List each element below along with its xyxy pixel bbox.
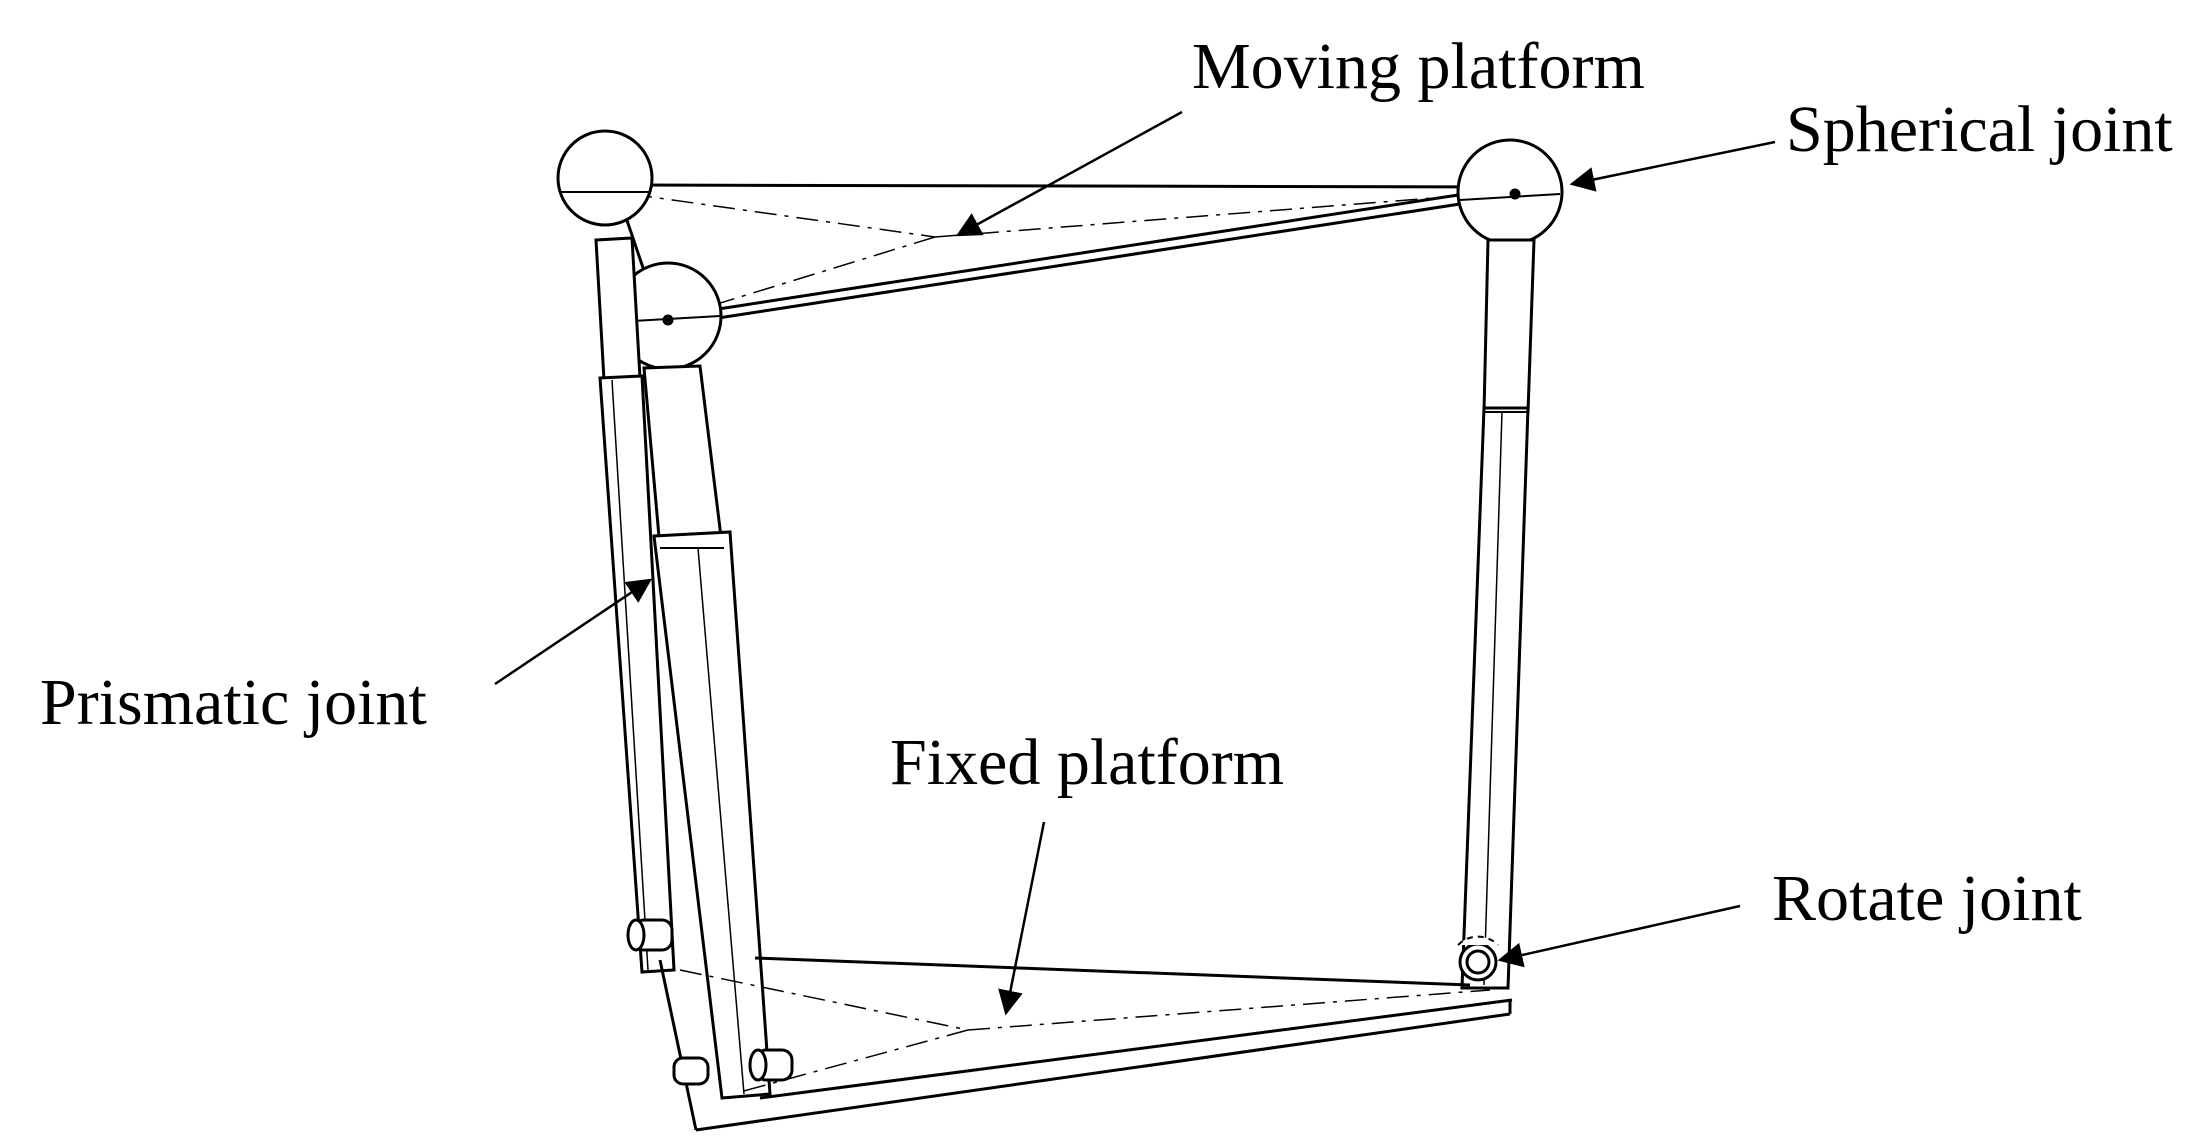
moving-platform-label: Moving platform [1192, 30, 1645, 103]
spherical-joint-label: Spherical joint [1786, 93, 2173, 166]
fixed-platform [658, 956, 1513, 1132]
leg-left-front [642, 364, 772, 1100]
base-pin-left-upper [626, 918, 674, 952]
rotate-joint-right [1457, 935, 1499, 982]
leg-right [1460, 238, 1536, 990]
arrow-moving-platform [955, 110, 1183, 237]
arrow-prismatic-joint [494, 578, 653, 686]
spherical-joint-left-back [556, 129, 654, 227]
moving-platform [613, 183, 1513, 328]
spherical-joint-right [1456, 138, 1564, 246]
annotation-arrows [494, 110, 1776, 1016]
fixed-platform-label: Fixed platform [890, 726, 1285, 799]
arrow-fixed-platform [998, 821, 1046, 1016]
prismatic-joint-label: Prismatic joint [40, 666, 427, 739]
arrow-spherical-joint [1569, 140, 1776, 192]
arrow-rotate-joint [1497, 904, 1741, 968]
rotate-joint-label: Rotate joint [1772, 862, 2082, 935]
base-pin-left-lower [672, 1048, 794, 1086]
leg-left-back [594, 236, 676, 974]
